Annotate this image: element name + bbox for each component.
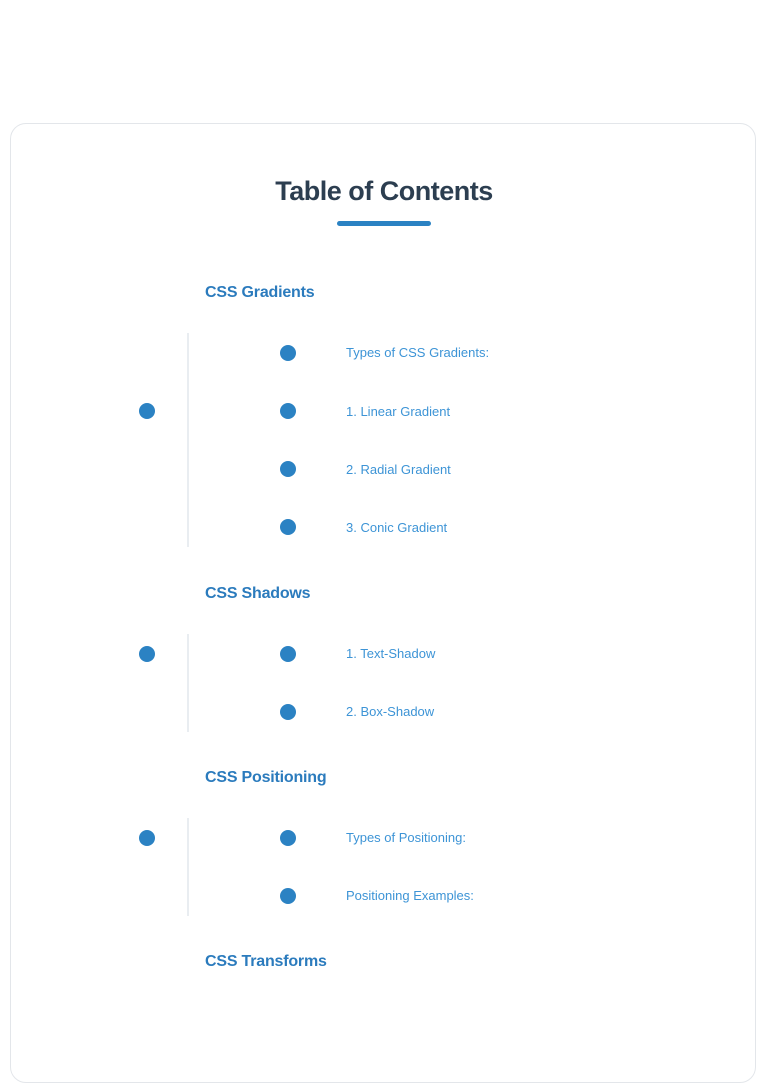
toc-section-css-positioning[interactable]: CSS Positioning [205,769,327,786]
toc-item-linear-gradient[interactable]: 1. Linear Gradient [346,404,451,419]
section-bullet-dot [139,830,155,846]
toc-section-css-gradients[interactable]: CSS Gradients [205,284,315,301]
toc-title: Table of Contents [275,176,493,206]
toc-item-box-shadow[interactable]: 2. Box-Shadow [346,704,435,719]
item-bullet-dot [280,888,296,904]
section-bullet-dot [139,403,155,419]
section-divider-line [187,634,189,732]
item-bullet-dot [280,403,296,419]
item-bullet-dot [280,704,296,720]
toc-item-positioning-examples[interactable]: Positioning Examples: [346,888,474,903]
item-bullet-dot [280,830,296,846]
toc-item-radial-gradient[interactable]: 2. Radial Gradient [346,462,451,477]
toc-section-css-shadows[interactable]: CSS Shadows [205,585,311,602]
toc-section-css-transforms[interactable]: CSS Transforms [205,953,327,970]
item-bullet-dot [280,345,296,361]
toc-item-conic-gradient[interactable]: 3. Conic Gradient [346,520,448,535]
toc-card [10,123,756,1083]
title-underline [337,221,431,226]
toc-item-types-of-positioning[interactable]: Types of Positioning: [346,830,466,845]
item-bullet-dot [280,519,296,535]
section-divider-line [187,333,189,547]
section-divider-line [187,818,189,916]
toc-item-types-of-css-gradients[interactable]: Types of CSS Gradients: [346,345,490,360]
item-bullet-dot [280,646,296,662]
section-bullet-dot [139,646,155,662]
item-bullet-dot [280,461,296,477]
toc-item-text-shadow[interactable]: 1. Text-Shadow [346,646,436,661]
